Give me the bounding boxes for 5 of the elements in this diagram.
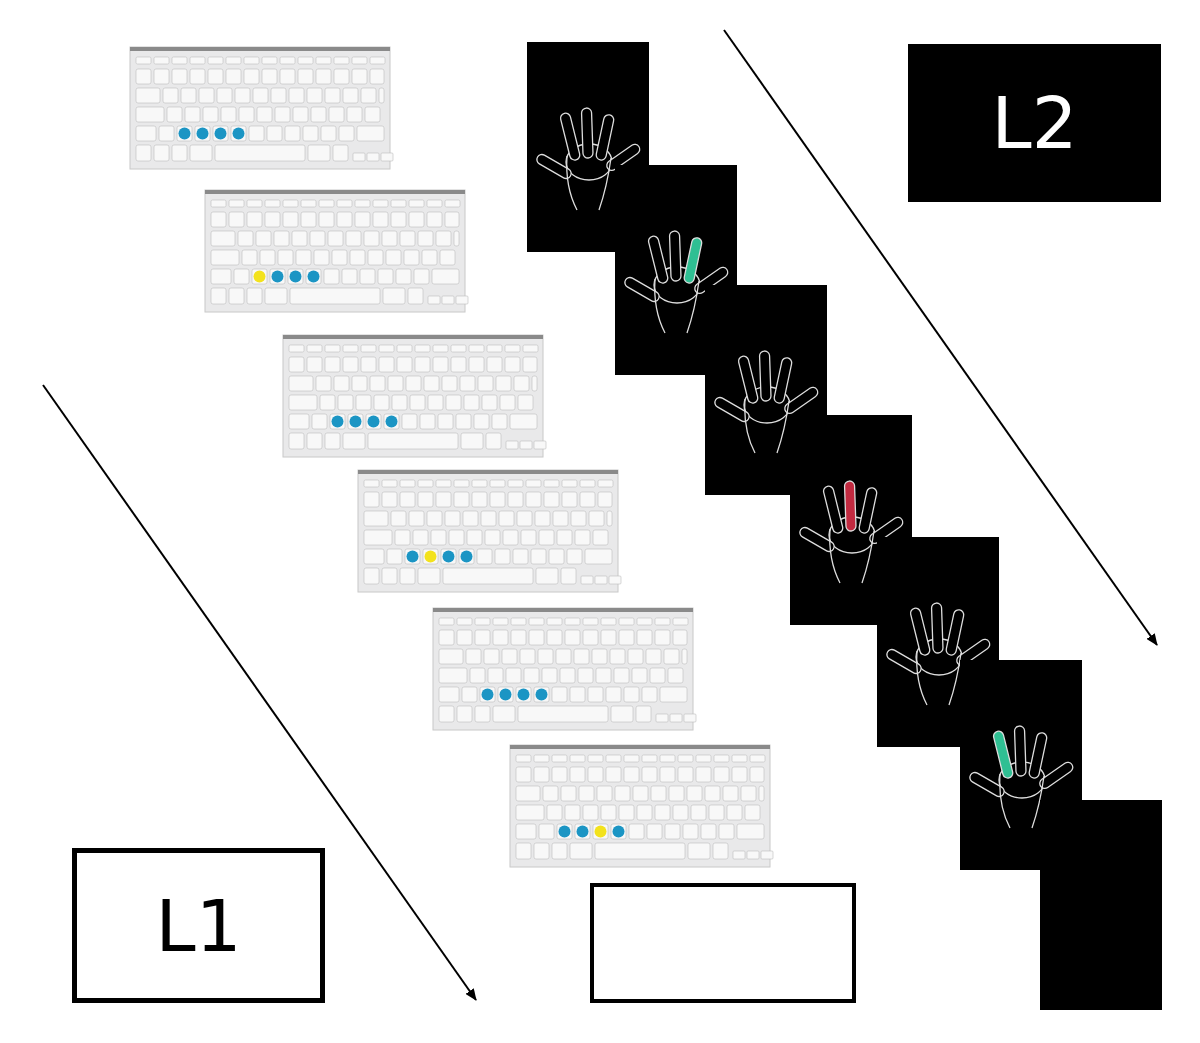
box-label: L1 (155, 889, 242, 962)
label-box (908, 44, 1161, 202)
box-label: L2 (991, 87, 1078, 159)
empty-box (590, 883, 856, 1003)
label-box (72, 848, 325, 1003)
